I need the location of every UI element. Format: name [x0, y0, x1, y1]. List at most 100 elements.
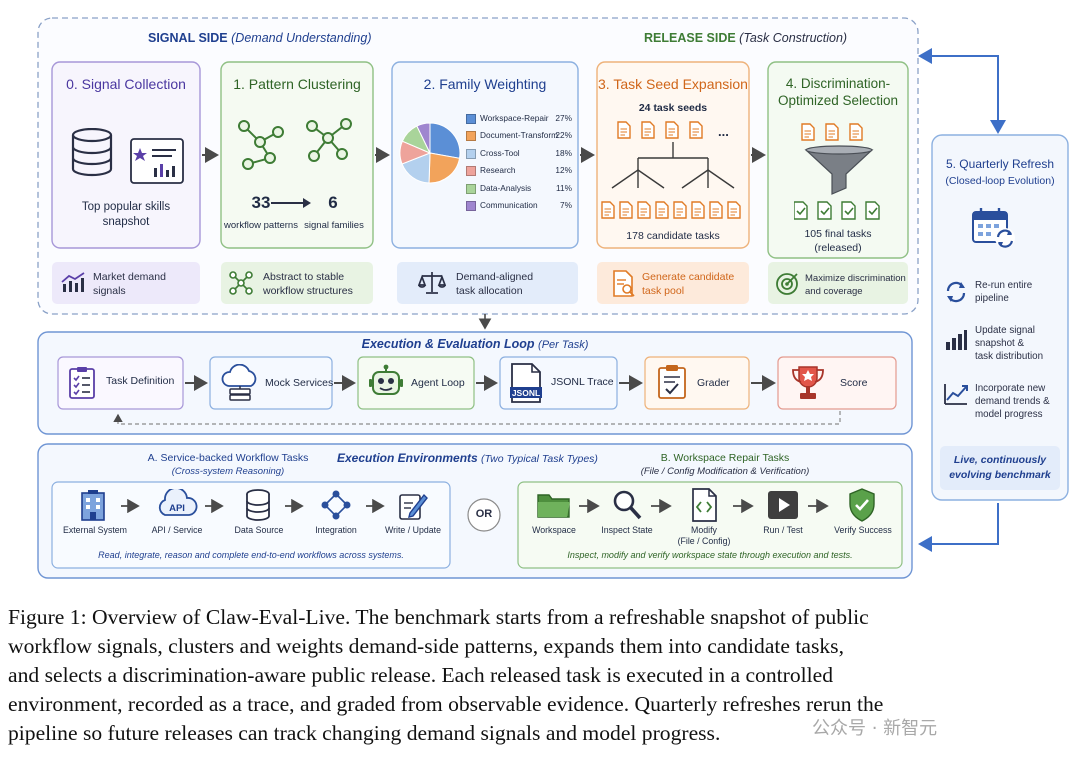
stage0-card — [51, 61, 201, 249]
group-a-step-label: API / Service — [151, 525, 203, 535]
document-icon — [825, 123, 839, 141]
group-b-step-label: Verify Success — [834, 525, 892, 535]
stage1-title: 1. Pattern Clustering — [233, 76, 361, 92]
step-score-label: Score — [840, 377, 868, 389]
stage4-title: 4. Discrimination-Optimized Selection — [777, 76, 899, 108]
calendar-refresh-icon — [972, 208, 1015, 248]
refresh-icon — [946, 281, 966, 303]
group-a-step-label: External System — [62, 525, 128, 535]
or-circle — [467, 498, 501, 532]
cluster-graph-icon — [238, 120, 284, 170]
caption-line: environment, recorded as a trace, and gr… — [8, 692, 884, 716]
final-task-count: 105 final tasks(released) — [804, 228, 872, 254]
family-weight-pie — [399, 122, 461, 184]
seed-ellipsis: ... — [718, 124, 729, 139]
step-mock-services-label: Mock Services — [265, 377, 334, 389]
network-icon — [321, 490, 351, 520]
task-expansion-tree-icon — [601, 121, 741, 219]
api-cloud-icon: API — [158, 489, 198, 516]
trophy-icon — [792, 366, 824, 399]
stage2-title: 2. Family Weighting — [423, 76, 547, 92]
magnifier-icon — [613, 490, 642, 520]
jsonl-badge: JSONL — [512, 388, 540, 398]
selection-funnel-icon — [794, 123, 880, 220]
group-b-box — [517, 481, 903, 569]
legend-swatch — [466, 148, 476, 159]
figure-caption: Figure 1: Overview of Claw-Eval-Live. Th… — [8, 603, 1076, 748]
bar-chart-icon — [946, 330, 967, 350]
pie-slice-workspace-repair — [429, 122, 461, 159]
group-a-step-label: Integration — [315, 525, 357, 535]
legend-percent: 27% — [555, 113, 572, 123]
stage1-card — [220, 61, 374, 249]
funnel-icon — [804, 149, 874, 195]
checklist-icon — [69, 367, 95, 399]
caption-line: workflow signals, clusters and weights d… — [8, 634, 844, 658]
document-icon — [709, 201, 723, 219]
group-b-step-label: Workspace — [532, 525, 576, 535]
play-icon — [768, 491, 798, 519]
arrow-right-icon — [271, 198, 311, 208]
step-jsonl-trace-label: JSONL Trace — [551, 376, 614, 388]
legend-label: Cross-Tool — [480, 147, 520, 158]
document-icon — [665, 121, 679, 139]
group-b-step-label: Run / Test — [763, 525, 803, 535]
market-chart-icon — [61, 272, 85, 292]
step-agent-loop-label: Agent Loop — [411, 377, 465, 389]
stage0-title: 0. Signal Collection — [66, 76, 186, 92]
legend-swatch — [466, 166, 476, 177]
legend-percent: 18% — [555, 147, 572, 158]
legend-label: Document-Transform — [480, 130, 559, 141]
legend-percent: 7% — [560, 200, 572, 210]
document-icon — [601, 201, 615, 219]
workflow-pattern-label: workflow patterns — [224, 220, 298, 231]
group-b-title: B. Workspace Repair Tasks(File / Config … — [640, 452, 810, 477]
legend-swatch — [466, 114, 476, 124]
stage5-footer-box — [940, 446, 1060, 490]
release-side-title: RELEASE SIDE (Task Construction) — [644, 31, 848, 45]
legend-item: Cross-Tool 18% — [466, 147, 574, 161]
group-b-step-label: Inspect State — [601, 525, 653, 535]
stage2-footer-box — [397, 262, 578, 304]
legend-percent: 22% — [555, 130, 572, 141]
document-icon — [641, 121, 655, 139]
document-icon — [801, 123, 815, 141]
stage0-footer-box — [52, 262, 200, 304]
api-badge: API — [169, 503, 185, 514]
dashboard-icon — [130, 138, 184, 184]
document-icon — [617, 121, 631, 139]
jsonl-file-icon: JSONL — [510, 363, 542, 403]
legend-swatch — [466, 201, 476, 211]
database-icon — [71, 128, 113, 177]
workflow-pattern-count: 33 — [251, 193, 271, 212]
group-a-step-label: Data Source — [234, 525, 284, 535]
code-file-icon — [692, 488, 717, 522]
document-icon — [727, 201, 741, 219]
group-b-step-label: Modify(File / Config) — [677, 525, 731, 546]
document-icon — [673, 201, 687, 219]
signal-family-label: signal families — [304, 220, 364, 231]
exec-env-title: Execution Environments (Two Typical Task… — [337, 451, 598, 465]
document-icon — [691, 201, 705, 219]
caption-line: pipeline so future releases can track ch… — [8, 721, 721, 745]
caption-line: Figure 1: Overview of Claw-Eval-Live. Th… — [8, 605, 869, 629]
stage3-title: 3. Task Seed Expansion — [598, 76, 748, 92]
stage2-card — [391, 61, 579, 249]
document-icon — [637, 201, 651, 219]
clipboard-check-icon — [658, 365, 686, 399]
pencil-icon — [399, 493, 428, 520]
network-graph-icon — [229, 271, 253, 295]
legend-swatch — [466, 131, 476, 142]
stage5-card — [931, 134, 1069, 501]
